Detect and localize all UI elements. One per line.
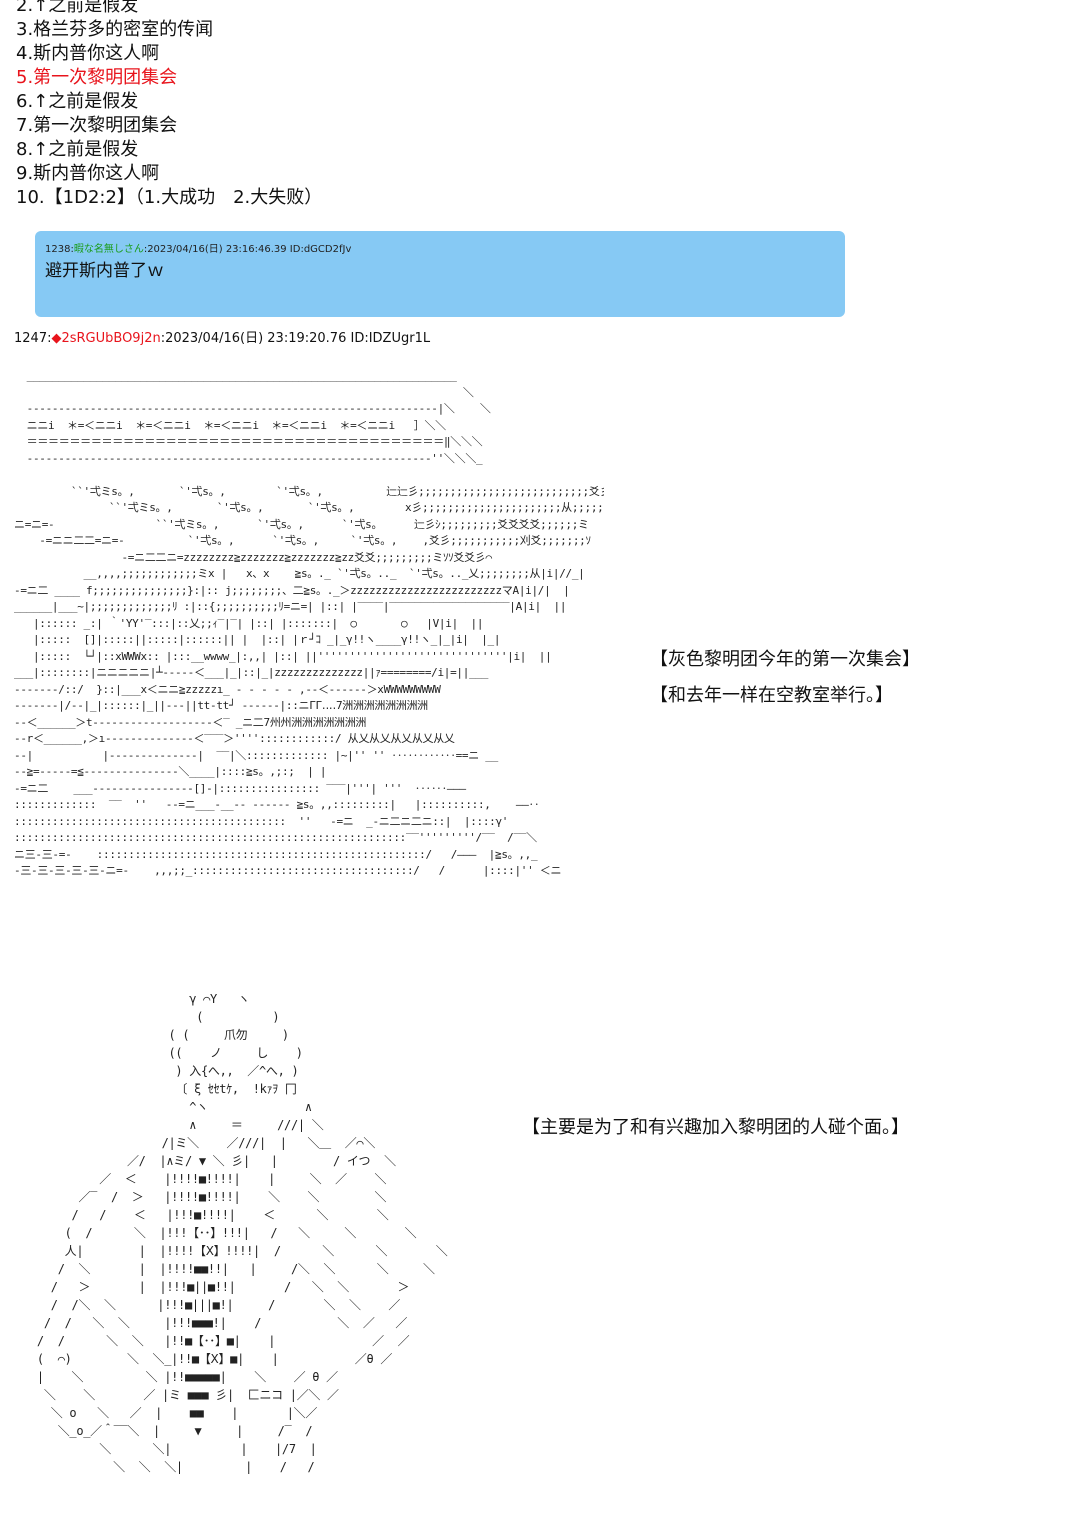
- post-number: 1247:: [14, 331, 52, 346]
- art-line: /|ミ＼ ／///| | ＼＿ ／⌒＼: [30, 1136, 376, 1150]
- art-line: [14, 467, 604, 484]
- art-line: ``'弌ミs。, `'弌s。, `'弌s。, x彡;;;;;;;;;;;;;;;…: [14, 501, 604, 514]
- art-line: ∧ ＝ ///| ＼: [30, 1118, 324, 1132]
- reply-bubble: 1238:暇な名無しさん:2023/04/16(日) 23:16:46.39 I…: [35, 231, 845, 317]
- list-item: 7.第一次黎明团集会: [16, 115, 178, 136]
- art-line: ( ( 爪勿 ): [30, 1028, 289, 1042]
- art-line: -------|/--|_|::::::|_||‐--||tt-tt┘ ----…: [14, 699, 428, 712]
- art-line: ＼ o ＼ ／ | ■■ | |＼／: [30, 1406, 318, 1420]
- art-line: -三-三-三-三-三-ニ=- ,,,;;_:::::::::::::::::::…: [14, 864, 562, 877]
- art-line: ＼ ＼| | |/7 |: [30, 1442, 317, 1456]
- art-line: ::::::::::::::::::::::::::::::::::::::::…: [14, 831, 537, 844]
- art-line: / ＞ | |!!!■||■!!| / ＼ ＼ ＞: [30, 1280, 410, 1294]
- art-line: ( ): [30, 1010, 280, 1024]
- art-line: | ＼ ＼ |!!■■■■■| ＼ ／ θ ／: [30, 1370, 338, 1384]
- reply-header: 1238:暇な名無しさん:2023/04/16(日) 23:16:46.39 I…: [45, 240, 351, 255]
- art-line: -=ニニ二二=ニ=- `'弌s。, `'弌s。, `'弌s。, ,爻彡;;;;;…: [14, 534, 591, 547]
- art-line: -=ニ二 ____ f;;;;;;;;;;;;;;;}:|:: j;;;;;;;…: [14, 583, 570, 597]
- art-line: ／‾ / ＞ |!!!!■!!!!| ＼ ＼ ＼: [30, 1190, 387, 1204]
- art-line: ニ=ニ=- ``'弌ミs。, `'弌s。, `'弌s。 辷彡ｼ;;;;;;;;;…: [14, 517, 589, 531]
- classroom-ascii-art: ________________________________________…: [14, 368, 604, 938]
- art-line: γ ⌒Y ヽ: [30, 992, 250, 1006]
- reply-message: 避开斯内普了ｗ: [45, 261, 164, 281]
- post-header: 1247:◆2sRGUbBO9j2n:2023/04/16(日) 23:19:2…: [14, 327, 430, 346]
- art-line: --| |‐‐‐‐‐‐‐‐‐‐‐‐‐‐| ‾‾|＼::::::::::::: |…: [14, 748, 498, 762]
- art-line: 人| | |!!!!【Ⅹ】!!!!| / ＼ ＼ ＼: [30, 1244, 448, 1258]
- art-line: __,,,,;;;;;;;;;;;;ミx | x、x ≧s。._ `'弌s。..…: [14, 567, 585, 580]
- art-line: ( ⌒) ＼ ＼_|!!■【Ⅹ】■| | ／θ ／: [30, 1352, 393, 1366]
- art-line: |::::: └┘|::xWWWx:: |:::__wwww_|:,,| |::…: [14, 649, 552, 663]
- art-line: ‐‐‐‐‐‐‐‐‐‐‐‐‐‐‐‐‐‐‐‐‐‐‐‐‐‐‐‐‐‐‐‐‐‐‐‐‐‐‐‐…: [14, 451, 483, 465]
- choice-list: 2.↑之前是假发 3.格兰芬多的密室的传闻 4.斯内普你这人啊 5.第一次黎明团…: [16, 0, 322, 210]
- art-line: ／ ＜ |!!!!■!!!!| | ＼ ／ ＼: [30, 1172, 387, 1186]
- reply-number: 1238:: [45, 244, 74, 255]
- list-item: 2.↑之前是假发: [16, 0, 139, 16]
- list-item: 8.↑之前是假发: [16, 139, 139, 160]
- art-line: --r＜______,＞ı‐‐‐‐‐‐‐‐‐‐‐‐‐‐＜‾‾‾＞''''::::…: [14, 732, 455, 745]
- list-item: 9.斯内普你这人啊: [16, 163, 160, 184]
- character-ascii-art: γ ⌒Y ヽ ( ) ( ( 爪勿 ) (( ノ し ) ) 入{へ,, ／^へ…: [30, 990, 560, 1480]
- art-line: |:::::: _:| ｀'YY'‾:::|::乂;;ｨ‾|‾| |::| |:…: [14, 616, 484, 630]
- art-line: / / ＼ ＼ |!!■【･･】■| | ／ ／: [30, 1334, 410, 1348]
- art-line: ________________________________________…: [14, 369, 457, 382]
- art-line: -=ニ二 ___‐‐‐‐‐‐‐‐‐‐‐‐‐‐‐‐[]‐|::::::::::::…: [14, 781, 466, 795]
- art-line: ^ヽ ∧: [30, 1100, 312, 1114]
- art-line: 〔 ξ ｾｾtｹ, !kｧｦ 冂: [30, 1082, 297, 1096]
- art-line: -=ニ二二ニ=zzzzzzzz≧zzzzzzz≧zzzzzzz≧zz爻爻;;;;…: [14, 550, 492, 564]
- art-line: / / ＜ |!!!■!!!!| ＜ ＼ ＼: [30, 1208, 389, 1222]
- art-line: ``'弌ミs。, `'弌s。, `'弌s。, 辷辷彡;;;;;;;;;;;;;;…: [14, 484, 604, 498]
- caption-purpose: 【主要是为了和有兴趣加入黎明团的人碰个面。】: [522, 1117, 909, 1138]
- art-line: ＼: [14, 385, 474, 399]
- art-line: / / ＼ ＼ |!!!■■■!| / ＼ ／ ／: [30, 1316, 408, 1330]
- art-line: ニニi ＊=＜ニニi ＊=＜ニニi ＊=＜ニニi ＊=＜ニニi ＊=＜ニニi ］…: [14, 418, 447, 432]
- caption-first-meeting: 【灰色黎明团今年的第一次集会】: [650, 649, 920, 670]
- art-line: ) 入{へ,, ／^へ, ): [30, 1064, 299, 1078]
- art-line: ::::::::::::: ‾‾ '' --=ニ___-__-- ------ …: [14, 798, 540, 811]
- caption-empty-classroom: 【和去年一样在空教室举行。】: [650, 685, 893, 706]
- list-item: 6.↑之前是假发: [16, 91, 139, 112]
- art-line: / ＼ | |!!!!■■!!| | /＼ ＼ ＼ ＼: [30, 1262, 435, 1276]
- art-line: (( ノ し ): [30, 1046, 303, 1060]
- art-line: ニ三-三-=- ::::::::::::::::::::::::::::::::…: [14, 847, 538, 861]
- art-line: ___|::::::::|ニニニニニ|┴‐‐‐‐‐＜___|_|::|_|zzz…: [14, 666, 489, 679]
- art-line: ＼ ＼ ／ |ミ ■■■ 彡| 匚ニコ |／＼ ／: [30, 1388, 339, 1402]
- art-line: / /＼ ＼ |!!!■|||■!| / ＼ ＼ ／: [30, 1298, 401, 1312]
- art-line: ＼_o_／＾‾‾＼ | ▼ | /‾ /: [30, 1424, 313, 1438]
- art-line: --≧=‐‐‐‐‐=≦‐‐‐‐‐‐‐‐‐‐‐‐‐‐‐＼____|::::≧s。,…: [14, 765, 327, 778]
- list-item-dice: 10.【1D2:2】（1.大成功 2.大失败）: [16, 187, 323, 208]
- art-line: ／/ |∧ミ/ ▼ ＼ 彡| | / イつ ＼: [30, 1154, 396, 1168]
- art-line: ‐‐‐‐‐‐‐‐‐‐‐‐‐‐‐‐‐‐‐‐‐‐‐‐‐‐‐‐‐‐‐‐‐‐‐‐‐‐‐‐…: [14, 402, 491, 415]
- reply-meta: :2023/04/16(日) 23:16:46.39 ID:dGCD2fJv: [143, 244, 352, 255]
- art-line: ______|___~|;;;;;;;;;;;;;ﾘ :|::{;;;;;;;;…: [14, 600, 567, 613]
- art-line: |::::: []|:::::||:::::|::::::|| | |::| |…: [14, 633, 501, 646]
- art-line: ＼ ＼ ＼| | / /: [30, 1460, 315, 1474]
- art-line: ( / ＼ |!!!【･･】!!!| / ＼ ＼ ＼: [30, 1226, 417, 1240]
- reply-name[interactable]: 暇な名無しさん: [73, 244, 144, 255]
- post-meta: :2023/04/16(日) 23:19:20.76 ID:IDZUgr1L: [160, 331, 431, 346]
- art-line: ::::::::::::::::::::::::::::::::::::::::…: [14, 814, 509, 828]
- art-line: --＜______＞t‐‐‐‐‐‐‐‐‐‐‐‐‐‐‐‐‐‐‐＜‾ _ニ二7州州洲…: [14, 715, 367, 729]
- list-item: 4.斯内普你这人啊: [16, 43, 160, 64]
- list-item: 3.格兰芬多的密室的传闻: [16, 19, 214, 40]
- list-item-selected: 5.第一次黎明团集会: [16, 67, 178, 88]
- art-line: -------/::/ }::|___x＜ニニ≧zzzzzı_ - - - - …: [14, 682, 441, 696]
- art-line: ＝＝＝＝＝＝＝＝＝＝＝＝＝＝＝＝＝＝＝＝＝＝＝＝＝＝＝＝＝＝＝＝＝＝＝＝＝＝＝‖…: [14, 435, 483, 448]
- post-trip: ◆2sRGUbBO9j2n: [51, 331, 161, 346]
